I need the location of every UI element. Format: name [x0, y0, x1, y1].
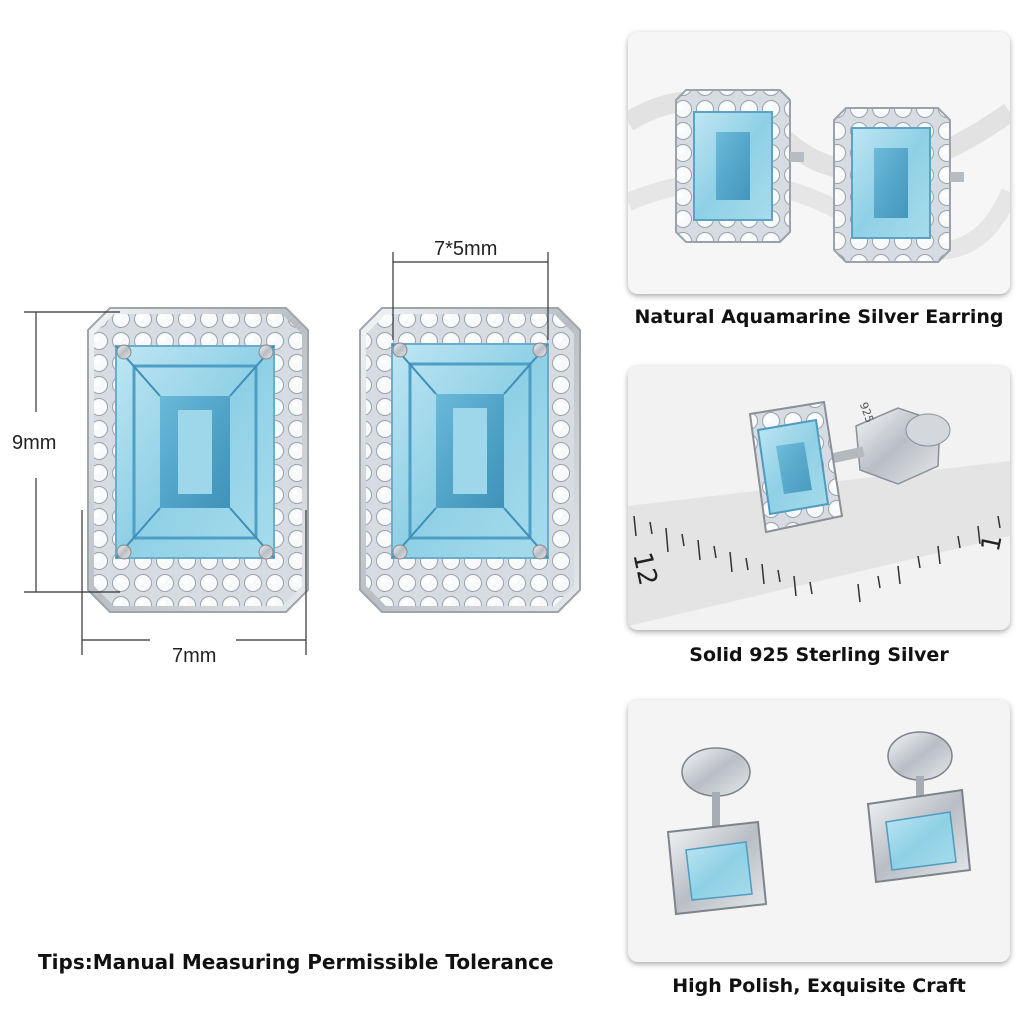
stone-size-label: 7*5mm: [434, 238, 498, 260]
panel-caption-craft: High Polish, Exquisite Craft: [672, 975, 966, 997]
photo-panel-craft: [628, 700, 1010, 962]
earring-back-photo: [628, 700, 1010, 962]
earring-on-ruler-photo: [628, 366, 1010, 630]
main-earring-illustration: [24, 252, 581, 655]
stone-dimension-line: [392, 252, 549, 340]
tolerance-tip: Tips:Manual Measuring Permissible Tolera…: [38, 950, 554, 974]
photo-panel-sterling-silver: 925 12 1: [628, 366, 1010, 630]
photo-panel-earring-pair: [628, 32, 1010, 294]
height-label: 9mm: [12, 432, 57, 454]
panel-caption-sterling: Solid 925 Sterling Silver: [689, 644, 949, 666]
panel-caption-aquamarine: Natural Aquamarine Silver Earring: [634, 306, 1004, 328]
ruler-ticks: [633, 515, 1001, 603]
width-dimension-line: [81, 510, 307, 655]
right-earring: [359, 307, 581, 613]
height-dimension-line: [24, 311, 120, 593]
width-label: 7mm: [172, 645, 217, 667]
earring-pair-photo: [628, 32, 1010, 294]
left-earring: [87, 307, 309, 613]
